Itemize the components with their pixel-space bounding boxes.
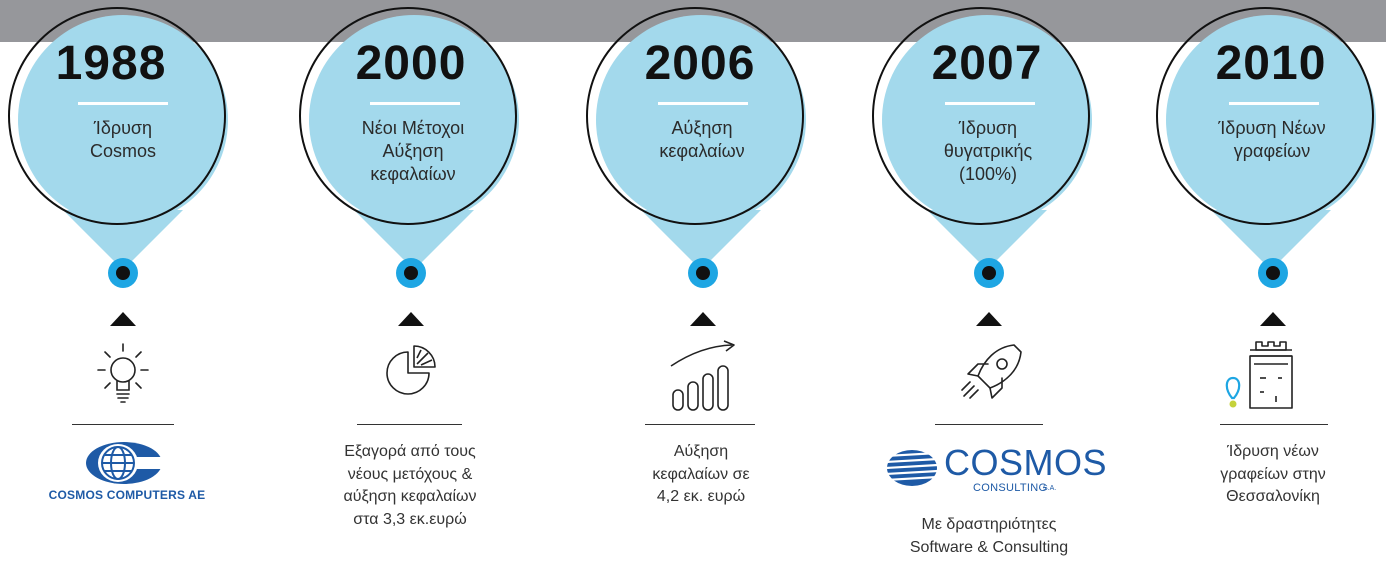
bubble-shape [299,7,519,270]
divider-line [1220,424,1328,425]
timeline-dot [108,258,138,288]
year-label: 2006 [644,37,756,90]
year-label: 2007 [931,37,1043,90]
divider-line [645,424,755,425]
timeline-dot [974,258,1004,288]
white-tower-icon [1225,341,1293,409]
up-arrow-icon [690,312,716,326]
year-divider [945,102,1035,105]
milestone-description: Αύξηση κεφαλαίων σε 4,2 εκ. ευρώ [652,443,750,505]
logo-text: COSMOS COMPUTERS AE [48,488,206,502]
milestone-title: Νέοι Μέτοχοι Αύξηση κεφαλαίων [361,118,465,184]
milestone-2000: 2000 Νέοι Μέτοχοι Αύξηση κεφαλαίων Εξαγο… [283,0,533,564]
year-label: 2010 [1215,37,1327,90]
milestone-1988: 1988 Ίδρυση Cosmos [0,0,242,564]
year-label: 2000 [355,37,467,90]
year-divider [78,102,168,105]
milestone-title: Ίδρυση Νέων γραφείων [1218,118,1326,161]
logo-suffix: S.A. [1043,485,1057,492]
pie-chart-icon [386,345,436,395]
bubble-shape [1156,7,1376,270]
milestone-description: Εξαγορά από τους νέους μετόχους & αύξηση… [343,443,477,528]
bubble-shape [8,7,228,270]
year-divider [1229,102,1319,105]
milestone-2007: 2007 Ίδρυση θυγατρικής (100%) COSMOS CON… [856,0,1108,564]
timeline-dot [688,258,718,288]
lightbulb-icon [97,343,149,403]
timeline-dot [396,258,426,288]
up-arrow-icon [398,312,424,326]
milestone-description: Ίδρυση νέων γραφείων στην Θεσσαλονίκη [1220,443,1326,505]
milestone-description: Με δραστηριότητες Software & Consulting [909,516,1069,556]
year-label: 1988 [55,37,167,90]
milestone-2010: 2010 Ίδρυση Νέων γραφείων Ίδρυση νέων γρ… [1140,0,1386,564]
year-divider [658,102,748,105]
rocket-icon [961,344,1022,399]
up-arrow-icon [1260,312,1286,326]
timeline-dot [1258,258,1288,288]
milestone-title: Ίδρυση θυγατρικής (100%) [943,118,1033,184]
divider-line [72,424,174,425]
growth-chart-icon [670,340,735,411]
milestone-2006: 2006 Αύξηση κεφαλαίων Αύξηση κεφαλαίων σ… [570,0,820,564]
divider-line [935,424,1043,425]
up-arrow-icon [110,312,136,326]
logo-subtext: CONSULTING [973,482,1048,494]
milestone-title: Ίδρυση Cosmos [89,118,156,161]
up-arrow-icon [976,312,1002,326]
year-divider [370,102,460,105]
cosmos-consulting-logo-mark [886,450,938,486]
logo-text: COSMOS [944,442,1108,483]
bubble-shape [872,7,1092,270]
cosmos-computers-logo [86,442,162,484]
bubble-shape [586,7,806,270]
divider-line [357,424,462,425]
milestone-title: Αύξηση κεφαλαίων [659,118,745,161]
